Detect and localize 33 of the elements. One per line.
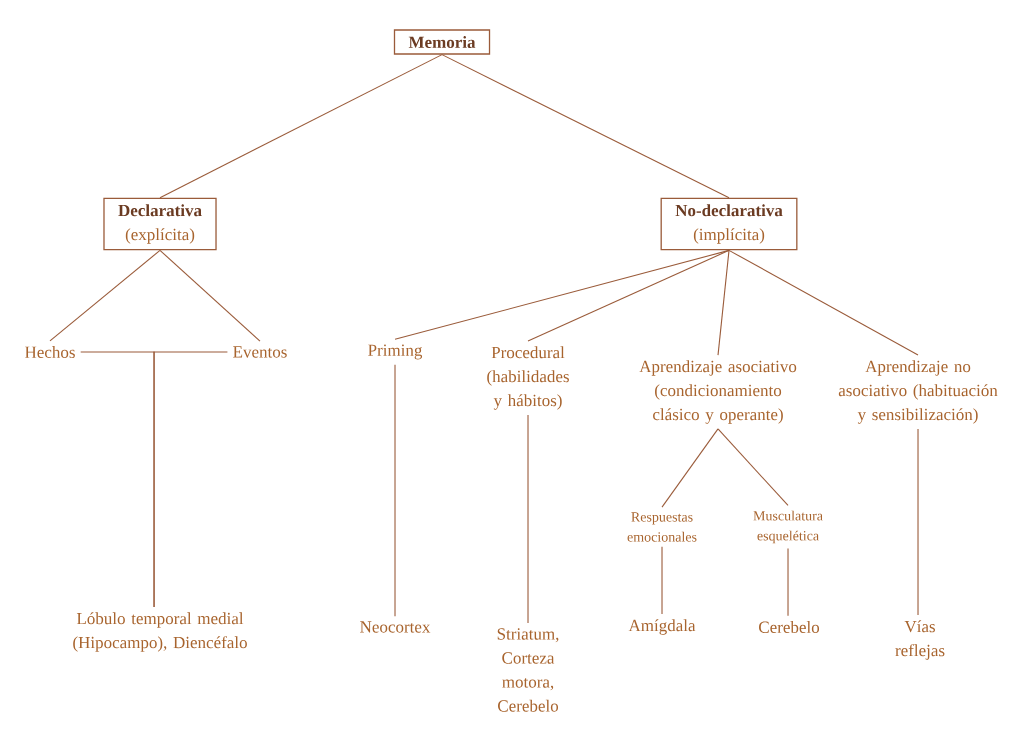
connector-line — [394, 249, 730, 340]
memory-label: Priming — [368, 344, 423, 360]
category-box: No-declarativa (implícita) — [660, 197, 798, 251]
connector-line — [159, 249, 261, 342]
memory-label: Neocortex — [360, 621, 431, 633]
connector-line — [717, 428, 789, 506]
memory-label: Striatum, Corteza motora, Cerebelo — [497, 628, 559, 712]
memory-label: Musculatura esquelética — [753, 510, 823, 544]
connector-line — [441, 54, 730, 199]
connector-line — [49, 249, 161, 342]
connector-line — [917, 428, 919, 616]
connector-line — [394, 364, 396, 617]
connector-line — [661, 546, 663, 615]
memory-label: Procedural (habilidades y hábitos) — [487, 346, 569, 410]
memory-label: Eventos — [233, 346, 287, 358]
category-box: Memoria — [393, 29, 491, 55]
memory-label: Lóbulo temporal medial (Hipocampo), Diencéfalo — [73, 612, 247, 652]
connector-line — [159, 54, 443, 199]
memory-label: Amígdala — [628, 619, 696, 635]
memory-label: Aprendizaje asociativo (condicionamiento clásico y operante) — [639, 360, 797, 424]
connector-line — [728, 249, 919, 356]
connector-line — [787, 548, 789, 617]
connector-line — [153, 351, 228, 608]
connector-line — [527, 414, 529, 624]
memory-label: Cerebelo — [759, 621, 820, 633]
connector-line — [717, 249, 730, 356]
memory-label: Vías reflejas — [895, 620, 945, 660]
memory-label: Aprendizaje no asociativo (habituación y sensibilización) — [838, 360, 998, 424]
memory-label: Hechos — [25, 346, 75, 358]
connector-line — [527, 249, 730, 342]
category-box: Declarativa (explícita) — [103, 197, 217, 251]
memory-label: Respuestas emocionales — [627, 512, 697, 542]
connector-line — [661, 428, 719, 508]
